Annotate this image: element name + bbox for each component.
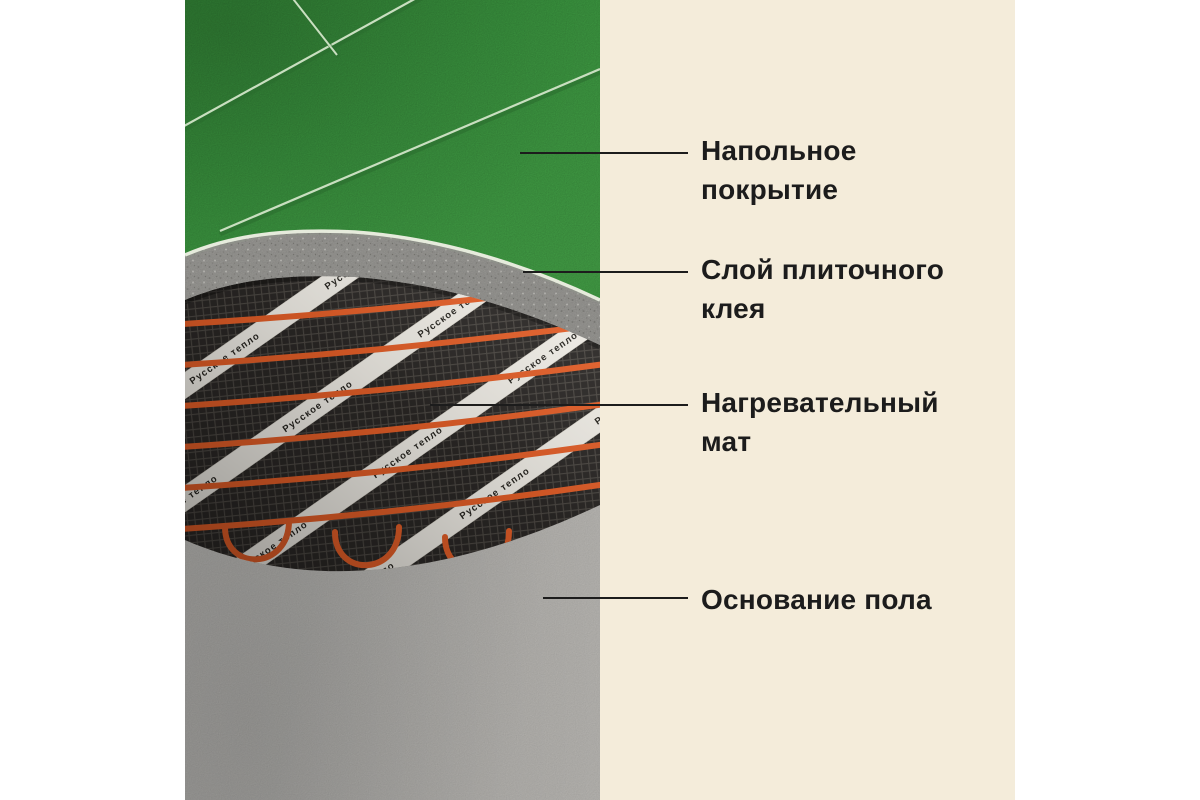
pointer-line-heating-mat xyxy=(430,404,688,406)
content-area: Русское тепло Русское тепло Русское тепл… xyxy=(185,0,1015,800)
floor-tile-layer xyxy=(185,0,600,300)
pointer-line-tile-adhesive xyxy=(523,271,688,273)
pointer-line-subfloor xyxy=(543,597,688,599)
callout-tile-adhesive: Слой плиточного клея xyxy=(701,254,945,324)
callout-heating-mat: Нагревательный мат xyxy=(701,387,939,457)
label-panel xyxy=(600,0,1015,800)
heating-mat: Русское тепло Русское тепло Русское тепл… xyxy=(185,276,600,572)
tile-cut-edge-shadow xyxy=(185,233,600,304)
pointer-line-floor-covering xyxy=(520,152,688,154)
mat-shading xyxy=(185,276,600,572)
callout-floor-covering: Напольное покрытие xyxy=(701,135,857,205)
tile-cut-edge xyxy=(185,229,600,302)
cutaway-illustration: Русское тепло Русское тепло Русское тепл… xyxy=(185,0,600,800)
callout-subfloor: Основание пола xyxy=(701,584,932,615)
grout-lines xyxy=(185,0,600,237)
